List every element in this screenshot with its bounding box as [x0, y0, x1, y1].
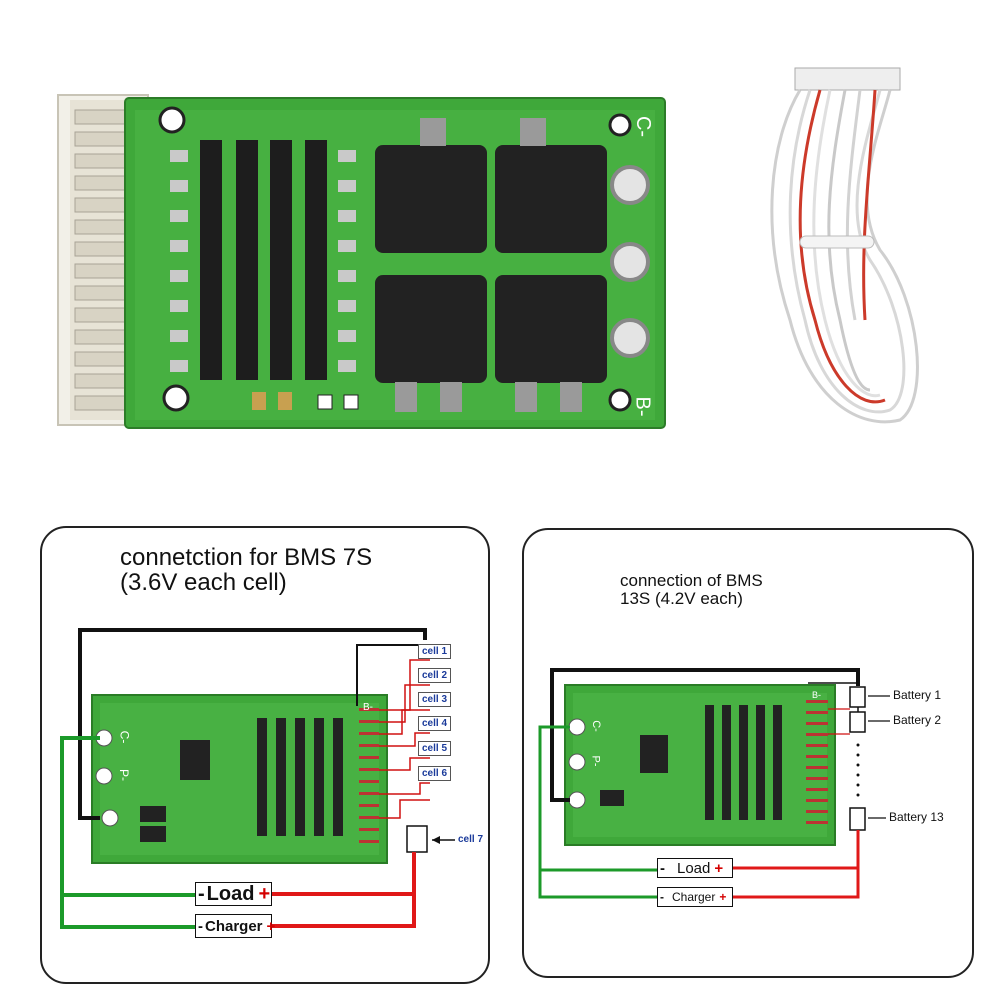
cell-1-label: cell 1 — [418, 644, 452, 659]
bms-13s-title: connection of BMS 13S (4.2V each) — [620, 572, 763, 608]
plus-sign: + — [266, 917, 276, 935]
product-photo: C- B- — [0, 0, 1001, 500]
bms-13s-title-line2: 13S (4.2V each) — [620, 588, 743, 608]
cell-6-label: cell 6 — [418, 766, 452, 781]
plus-sign: + — [258, 882, 271, 905]
cell-3-label: cell 3 — [418, 692, 452, 707]
cell-5-label: cell 5 — [418, 741, 452, 756]
bms-13s-load-label: Load — [677, 859, 711, 877]
minus-sign: - — [660, 890, 664, 904]
bms-7s-title-line1: connetction for BMS 7S — [120, 544, 373, 571]
plus-sign: + — [714, 859, 724, 877]
battery-2-label: Battery 2 — [893, 713, 942, 727]
bms-7s-title-line2: (3.6V each cell) — [120, 569, 287, 597]
bms-7s-charger-label: Charger — [205, 917, 263, 935]
c-minus-label: C- — [632, 115, 655, 138]
bms-7s-load-box: - Load + — [195, 882, 272, 906]
bms-7s-p-label: P- — [117, 769, 131, 781]
bms-board-photo — [57, 67, 919, 429]
plus-sign: + — [719, 890, 727, 904]
bms-13s-charger-box: - Charger + — [657, 887, 733, 907]
bms-7s-c-label: C- — [117, 730, 132, 744]
bms-7s-b-label: B- — [363, 702, 373, 713]
bms-13s-c-label: C- — [589, 720, 602, 732]
cell-2-label: cell 2 — [418, 668, 452, 683]
cell-4-label: cell 4 — [418, 716, 452, 731]
bms-13s-charger-label: Charger — [672, 890, 716, 904]
battery-1-label: Battery 1 — [893, 688, 942, 702]
cell-7-label: cell 7 — [458, 834, 484, 845]
bms-13s-p-label: P- — [589, 755, 602, 767]
battery-13-label: Battery 13 — [889, 810, 944, 824]
minus-sign: - — [660, 859, 665, 877]
minus-sign: - — [198, 882, 205, 905]
bms-13s-b-label: B- — [812, 690, 821, 700]
bms-7s-title: connetction for BMS 7S (3.6V each cell) — [120, 544, 373, 597]
bms-7s-charger-box: - Charger + — [195, 914, 275, 938]
b-minus-label: B- — [631, 396, 654, 417]
bms-13s-title-line1: connection of BMS — [620, 571, 763, 590]
bms-13s-load-box: - Load + — [657, 858, 733, 878]
minus-sign: - — [198, 917, 203, 935]
bms-7s-load-label: Load — [206, 882, 255, 905]
